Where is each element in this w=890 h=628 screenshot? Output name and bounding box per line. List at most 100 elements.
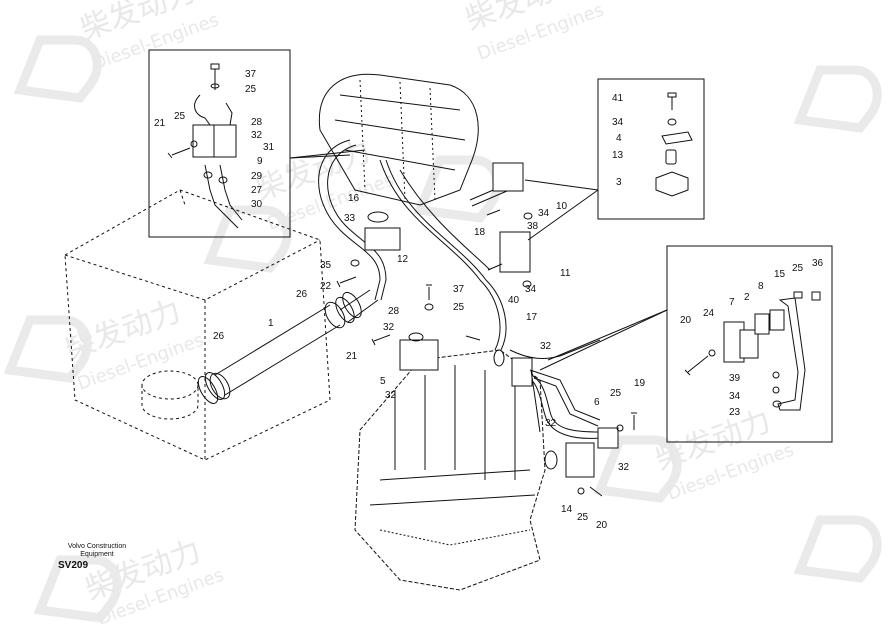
callout: 28 <box>388 306 400 317</box>
callout: 39 <box>729 373 741 384</box>
callout: 25 <box>245 84 257 95</box>
valve-block-right <box>213 124 237 158</box>
callout: 29 <box>251 171 263 182</box>
engine-block <box>354 349 546 591</box>
callout: 12 <box>397 254 409 265</box>
bracket-10 <box>492 162 524 192</box>
callout: 25 <box>610 388 622 399</box>
callout: 5 <box>380 376 386 387</box>
inset-valve <box>148 49 291 238</box>
callout: 17 <box>526 312 538 323</box>
callout: 34 <box>525 284 537 295</box>
bracket-11 <box>499 231 531 273</box>
washer-34 <box>523 212 533 220</box>
callout: 41 <box>612 93 624 104</box>
valve-block-14 <box>565 442 595 478</box>
bolt-small <box>465 335 481 341</box>
callouts-inset-valve: 37 25 21 25 28 32 31 9 29 27 30 <box>154 69 275 210</box>
inset-bracket <box>666 245 833 443</box>
watermark-logo <box>33 555 122 623</box>
callout: 37 <box>245 69 257 80</box>
inset-clamp <box>597 78 705 220</box>
inset-clamp-parts <box>655 92 693 197</box>
callout: 40 <box>508 295 520 306</box>
callout: 23 <box>729 407 741 418</box>
bolt-40 <box>487 263 503 271</box>
clamp-32 <box>511 357 533 387</box>
clamp-8a <box>754 313 770 335</box>
bolt-22 <box>336 276 357 288</box>
callout: 8 <box>758 281 764 292</box>
clamp-8b <box>769 309 785 331</box>
callout: 32 <box>540 341 552 352</box>
valve-blocks <box>364 162 619 478</box>
inset-bracket-parts <box>684 291 821 411</box>
watermark-logo <box>793 515 882 583</box>
callout: 22 <box>320 281 332 292</box>
callout: 3 <box>616 177 622 188</box>
callout: 34 <box>612 117 624 128</box>
callouts-inset-bracket: 15 25 36 7 2 8 20 24 39 34 23 <box>680 258 824 418</box>
watermark-logo <box>203 205 292 273</box>
bolt-37 <box>426 284 432 300</box>
o-ring-32b <box>544 450 558 470</box>
publisher-line2: Equipment <box>80 551 114 558</box>
callout: 15 <box>774 269 786 280</box>
callout: 20 <box>596 520 608 531</box>
clamp-6 <box>597 427 619 449</box>
washer-25b <box>616 424 624 432</box>
bolt-38 <box>486 209 501 216</box>
bolt-19 <box>631 412 637 430</box>
callout: 16 <box>348 193 360 204</box>
valve-block-5 <box>399 339 439 371</box>
callout: 1 <box>268 318 274 329</box>
watermark-logo <box>3 315 92 383</box>
watermark-logo <box>793 65 882 133</box>
callout: 27 <box>251 185 263 196</box>
hose-clamps <box>197 291 362 404</box>
callout: 37 <box>453 284 465 295</box>
callout: 28 <box>251 117 263 128</box>
watermark-logo <box>593 435 682 503</box>
washer-25c <box>577 487 585 495</box>
callout: 21 <box>154 118 166 129</box>
callout: 19 <box>634 378 646 389</box>
callout: 25 <box>453 302 465 313</box>
watermark-logo <box>13 35 102 103</box>
callout: 30 <box>251 199 263 210</box>
tube-17 <box>529 369 601 433</box>
valve-block-left <box>192 124 216 158</box>
callout: 10 <box>556 201 568 212</box>
callout: 7 <box>729 297 735 308</box>
inset-boxes <box>148 49 833 443</box>
callouts-main: 16 33 35 22 26 1 26 12 18 34 38 10 11 37… <box>213 193 646 531</box>
callout: 38 <box>527 221 539 232</box>
callout: 25 <box>577 512 589 523</box>
bolt-20 <box>589 486 603 497</box>
callout: 32 <box>385 390 397 401</box>
callout: 32 <box>545 418 557 429</box>
callout: 26 <box>296 289 308 300</box>
callout: 26 <box>213 331 225 342</box>
callout: 25 <box>792 263 804 274</box>
publisher-line1: Volvo Construction <box>67 543 127 550</box>
washer-25 <box>424 303 434 311</box>
callout: 4 <box>616 133 622 144</box>
callout: 11 <box>560 268 571 279</box>
callout: 31 <box>263 142 275 153</box>
o-rings <box>350 211 624 495</box>
callout: 21 <box>346 351 358 362</box>
clamp-2 <box>739 329 759 359</box>
diagram-code: SV209 <box>58 560 89 571</box>
callout: 2 <box>744 292 750 303</box>
callout: 18 <box>474 227 486 238</box>
callout: 32 <box>383 322 395 333</box>
publisher-caption: Volvo Construction Equipment <box>52 543 142 559</box>
callout: 34 <box>729 391 741 402</box>
callouts-inset-clamp: 41 34 4 13 3 <box>612 93 624 188</box>
washer-35 <box>350 259 360 267</box>
callout: 36 <box>812 258 824 269</box>
callout: 33 <box>344 213 356 224</box>
callout: 32 <box>618 462 630 473</box>
